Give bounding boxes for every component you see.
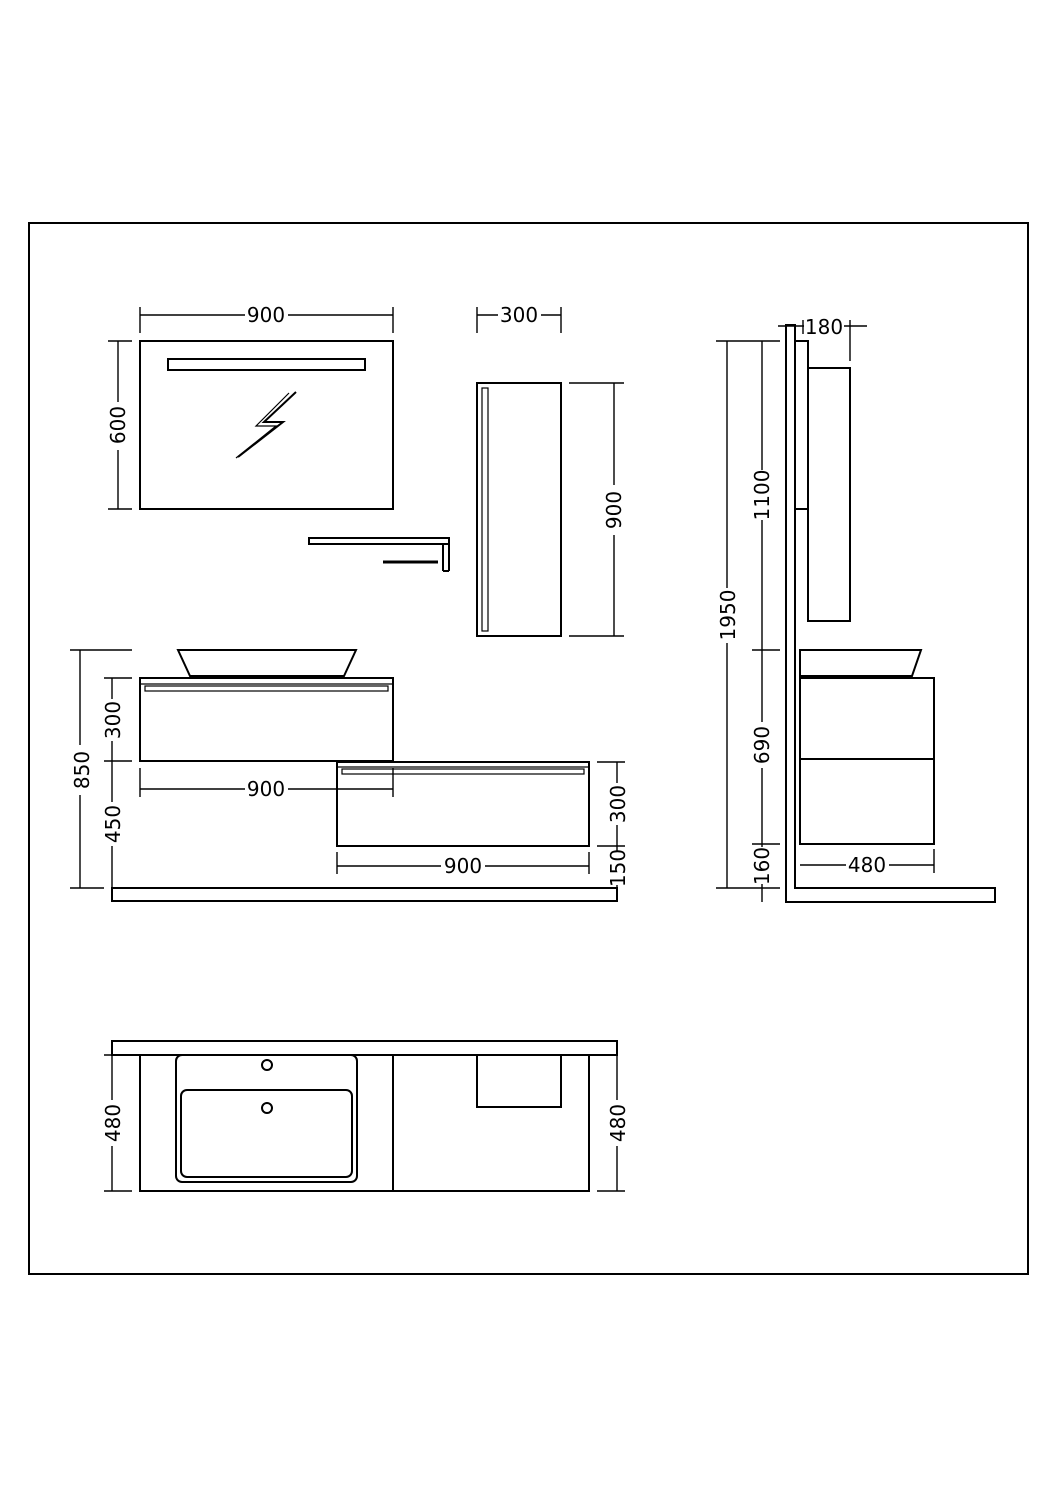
tall-cabinet-elevation: 300 900 xyxy=(476,303,626,637)
upper-vanity-floor-gap-label: 450 xyxy=(101,805,125,843)
sheet-border xyxy=(28,222,1029,1275)
lower-unit-floor-gap-label: 150 xyxy=(606,849,630,887)
drain-hole xyxy=(261,1102,273,1114)
plan-basin-inner xyxy=(180,1089,353,1178)
mirror-width-label: 900 xyxy=(247,303,285,327)
lightning-icon xyxy=(235,391,297,459)
tall-cabinet-width-label: 300 xyxy=(500,303,538,327)
front-view: 850 300 450 900 30 xyxy=(70,649,630,902)
side-vanity-depth-label: 480 xyxy=(848,853,886,877)
side-floor-gap-label: 160 xyxy=(750,847,774,885)
wall-shelf xyxy=(308,537,450,572)
side-mirror-depth-label: 180 xyxy=(805,315,843,339)
side-mirror-zone-dimension: 1100 xyxy=(750,341,780,651)
lower-unit-height-dimension: 300 xyxy=(597,761,630,847)
front-total-height-label: 850 xyxy=(70,751,94,789)
side-vanity-zone-dimension: 690 xyxy=(750,650,780,845)
vessel-basin xyxy=(176,649,358,677)
plan-left-depth-label: 480 xyxy=(101,1104,125,1142)
upper-vanity-handle xyxy=(144,685,389,692)
lower-unit-width-dimension: 900 xyxy=(336,852,590,878)
mirror-width-dimension: 900 xyxy=(139,303,394,333)
tall-cabinet-handle xyxy=(481,387,489,632)
side-mirror-depth-dimension: 180 xyxy=(778,315,867,361)
plan-outline xyxy=(139,1054,590,1192)
lower-unit-floor-gap-dimension: 150 xyxy=(606,846,630,900)
plan-wall xyxy=(111,1040,618,1056)
side-vanity-profile xyxy=(799,677,935,845)
mirror-light-bar xyxy=(167,358,366,371)
tall-cabinet-height-label: 900 xyxy=(602,491,626,529)
upper-vanity-height-label: 300 xyxy=(101,701,125,739)
plan-tall-cabinet xyxy=(476,1054,562,1108)
side-tall-cabinet-profile xyxy=(807,367,851,622)
front-floor xyxy=(111,887,618,902)
side-vanity-zone-label: 690 xyxy=(750,726,774,764)
upper-vanity-width-dimension: 900 xyxy=(139,768,394,801)
mirror-frame xyxy=(139,340,394,510)
lower-unit-handle xyxy=(341,768,585,775)
side-mirror-zone-label: 1100 xyxy=(750,470,774,521)
upper-vanity-floor-gap-dimension: 450 xyxy=(101,761,125,888)
lower-unit-width-label: 900 xyxy=(444,854,482,878)
upper-vanity-height-dimension: 300 xyxy=(101,677,132,762)
shelf-top xyxy=(308,537,450,545)
mirror-height-label: 600 xyxy=(106,406,130,444)
side-view: 180 1950 1100 690 160 xyxy=(716,315,996,903)
front-total-height-dimension: 850 xyxy=(70,649,132,889)
tall-cabinet-width-dimension: 300 xyxy=(476,303,562,333)
side-floor-gap-dimension: 160 xyxy=(750,844,774,902)
side-vanity-depth-dimension: 480 xyxy=(800,849,935,877)
plan-view: 480 480 xyxy=(101,1040,630,1192)
mirror-height-dimension: 600 xyxy=(106,340,132,510)
lower-unit-body xyxy=(336,761,590,847)
plan-right-depth-label: 480 xyxy=(606,1104,630,1142)
tall-cabinet-body xyxy=(476,382,562,637)
tall-cabinet-height-dimension: 900 xyxy=(569,382,626,637)
plan-left-depth-dimension: 480 xyxy=(101,1054,132,1192)
mirror-elevation: 900 600 xyxy=(106,303,394,510)
side-wall-floor xyxy=(785,324,996,903)
tap-hole xyxy=(261,1059,273,1071)
plan-right-depth-dimension: 480 xyxy=(597,1055,630,1192)
lower-unit-height-label: 300 xyxy=(606,785,630,823)
side-total-height-dimension: 1950 xyxy=(716,340,780,889)
upper-vanity-body xyxy=(139,677,394,762)
upper-vanity-width-label: 900 xyxy=(247,777,285,801)
plan-basin-outer xyxy=(175,1054,358,1183)
side-basin-profile xyxy=(799,649,923,677)
side-mirror-profile xyxy=(794,340,809,510)
side-total-height-label: 1950 xyxy=(716,590,740,641)
